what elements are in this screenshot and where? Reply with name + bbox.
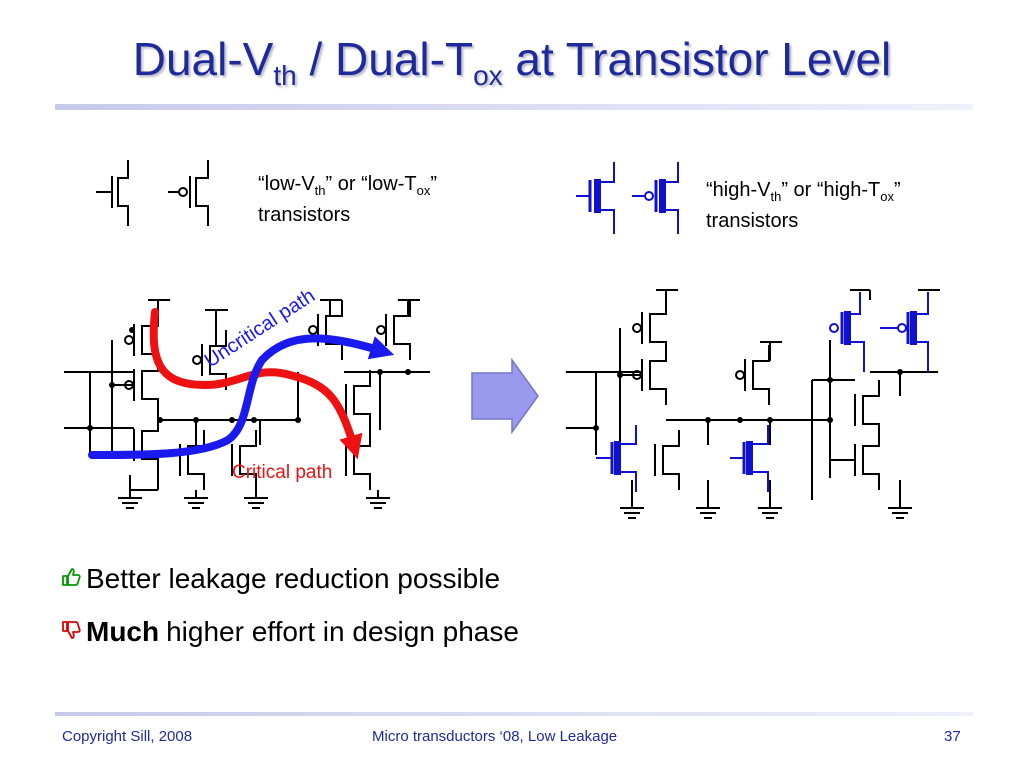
title-part3: at Transistor Level: [502, 33, 892, 85]
legend-low-q3: ”: [430, 173, 438, 195]
legend-high-sub2: ox: [880, 189, 894, 204]
left-circuit-junctions: [87, 327, 411, 431]
legend-low-q1: “low-V: [258, 173, 315, 195]
slide-title: Dual-Vth / Dual-Tox at Transistor Level: [0, 32, 1024, 92]
right-circuit-high-vth-part: [596, 289, 929, 492]
legend-high-q1: “high-V: [706, 179, 771, 201]
transform-arrow: [471, 357, 539, 435]
right-circuit-junctions: [593, 369, 903, 431]
critical-path-label: Critical path: [232, 462, 332, 483]
legend-high-vth-label: “high-Vth” or “high-Tox” transistors: [706, 178, 901, 233]
bullet-pro: Better leakage reduction possible: [60, 563, 500, 595]
critical-path-arrow: [149, 308, 363, 460]
legend-high-sub1: th: [770, 189, 782, 204]
title-part2: / Dual-T: [296, 33, 474, 85]
footer-divider: [55, 712, 973, 716]
left-circuit-grounds: [117, 489, 391, 509]
title-sub-ox: ox: [473, 60, 503, 92]
title-part1: Dual-V: [132, 33, 274, 85]
legend-low-vth-pmos-symbol: [168, 160, 209, 226]
bullet-con: Much higher effort in design phase: [60, 616, 519, 648]
thumbs-down-icon: [60, 616, 86, 648]
legend-low-vth-label: “low-Vth” or “low-Tox” transistors: [258, 172, 437, 227]
legend-low-q2: ” or “low-T: [325, 173, 417, 195]
right-circuit-low-vth-part: [566, 289, 940, 500]
legend-low-sub1: th: [314, 183, 326, 198]
legend-low-sub2: ox: [416, 183, 431, 198]
uncritical-path-arrow: [88, 334, 395, 459]
bullet-pro-text: Better leakage reduction possible: [86, 563, 501, 594]
title-sub-th: th: [273, 60, 297, 92]
legend-high-vth-pmos-symbol: [632, 162, 679, 234]
legend-high-line2: transistors: [706, 210, 799, 232]
right-circuit-grounds: [619, 499, 913, 519]
bullet-con-text: higher effort in design phase: [166, 616, 519, 647]
legend-high-vth-nmos-symbol: [576, 162, 615, 234]
legend-high-q2: ” or “high-T: [781, 179, 881, 201]
legend-high-q3: ”: [893, 179, 901, 201]
footer-event: Micro transductors ‘08, Low Leakage: [372, 728, 618, 745]
thumbs-up-icon: [60, 563, 86, 595]
left-circuit-all-low-vth: [64, 299, 430, 491]
legend-low-vth-nmos-symbol: [96, 160, 129, 226]
page-number: 37: [944, 728, 961, 745]
bullet-con-bold: Much: [86, 616, 160, 647]
footer-copyright: Copyright Sill, 2008: [62, 728, 193, 745]
title-divider: [55, 104, 973, 110]
legend-low-line2: transistors: [258, 204, 351, 226]
